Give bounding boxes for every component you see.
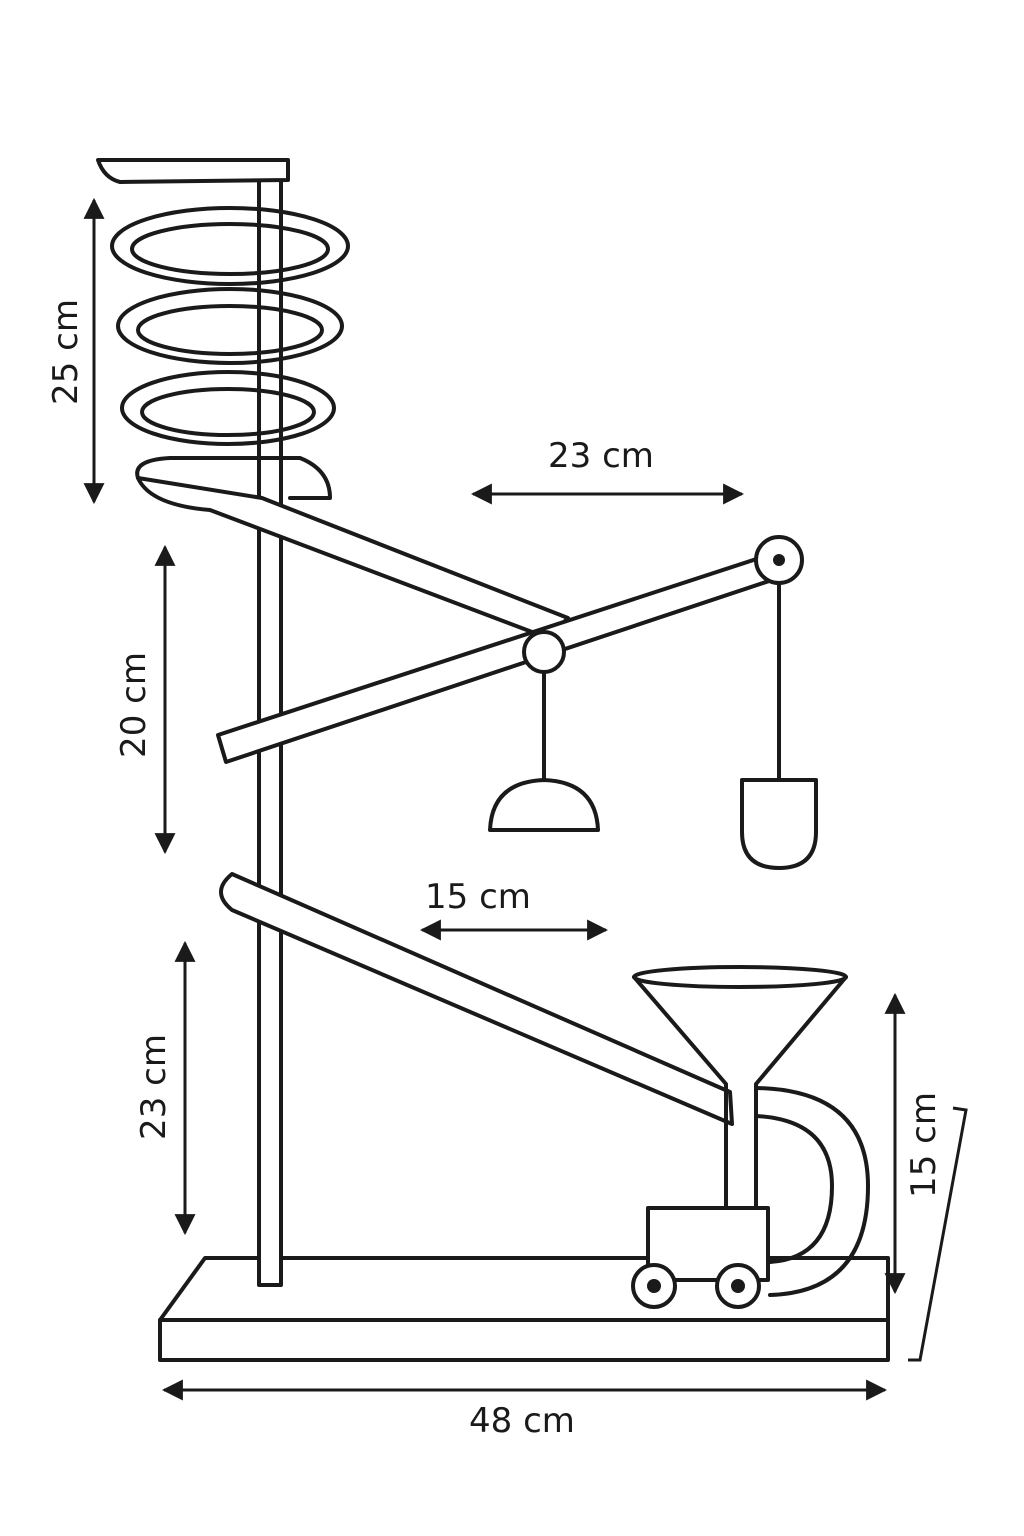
- lever-arm: [216, 535, 804, 764]
- spiral-height-label: 25 cm: [46, 299, 86, 405]
- lever-drop-label: 20 cm: [114, 652, 154, 758]
- upper-ramp: [136, 476, 570, 640]
- dimension-lines: [83, 197, 968, 1401]
- hanging-counterweight: [488, 670, 600, 832]
- lower-ramp: [219, 872, 734, 1126]
- funnel-height-label: 15 cm: [904, 1092, 944, 1198]
- spiral-chute: [110, 206, 350, 502]
- return-tube: [754, 1086, 870, 1297]
- hanging-bucket: [740, 581, 818, 870]
- funnel: [632, 965, 848, 1214]
- base-width-label: 48 cm: [469, 1401, 575, 1441]
- lever-length-label: 23 cm: [548, 436, 654, 476]
- ramp-height-label: 23 cm: [134, 1034, 174, 1140]
- top-shelf: [96, 158, 290, 184]
- ramp-length-label: 15 cm: [425, 877, 531, 917]
- cart: [631, 1206, 770, 1309]
